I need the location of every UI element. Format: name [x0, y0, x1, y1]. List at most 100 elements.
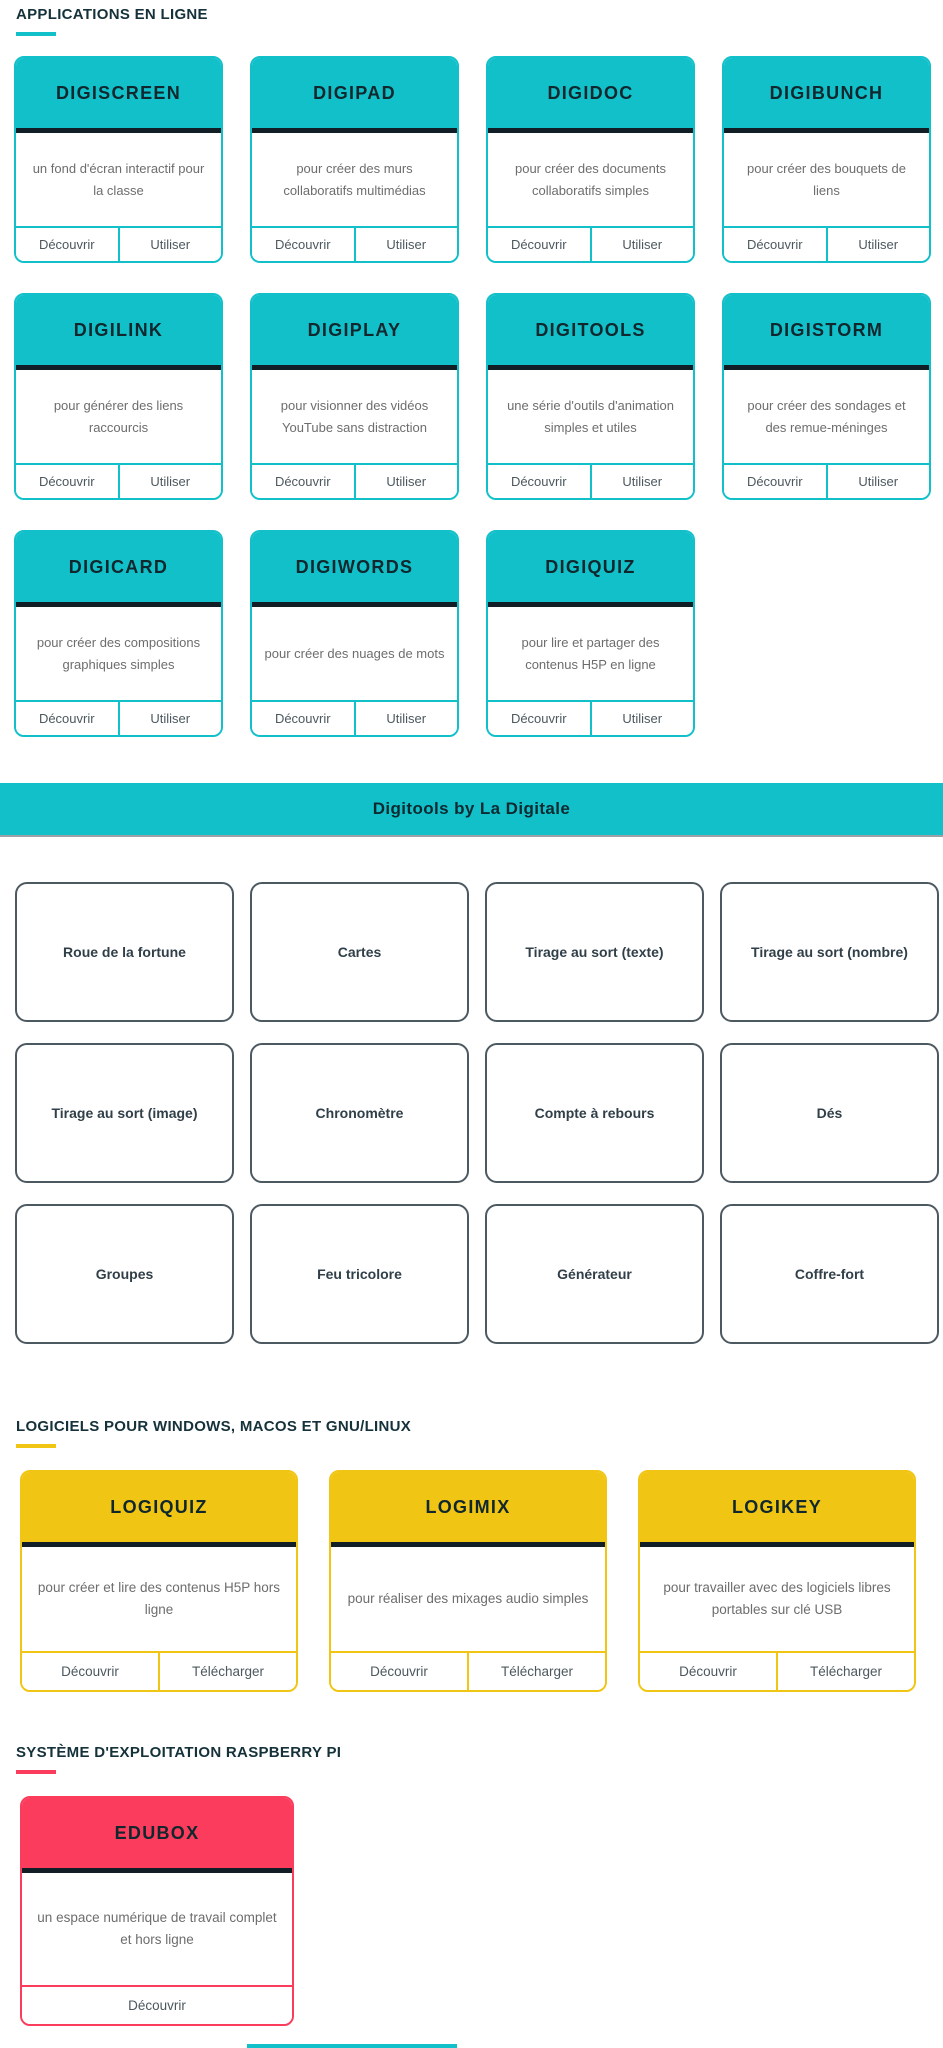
card-description: pour créer des nuages de mots: [264, 645, 445, 661]
card-description: pour créer des murs collaboratifs multim…: [283, 161, 426, 198]
use-button[interactable]: Utiliser: [589, 228, 693, 261]
card-separator: [331, 1542, 605, 1547]
use-button[interactable]: Utiliser: [117, 465, 221, 498]
discover-button[interactable]: Découvrir: [22, 1653, 158, 1690]
card-description: pour créer des bouquets de liens: [747, 161, 906, 198]
digitool-item[interactable]: Cartes: [250, 882, 469, 1022]
digitool-item[interactable]: Dés: [720, 1043, 939, 1183]
digitool-item[interactable]: Coffre-fort: [720, 1204, 939, 1344]
card-separator: [16, 602, 221, 607]
digitool-item[interactable]: Groupes: [15, 1204, 234, 1344]
discover-button[interactable]: Découvrir: [488, 228, 590, 261]
digitool-label: Compte à rebours: [534, 1104, 655, 1121]
discover-button[interactable]: Découvrir: [640, 1653, 776, 1690]
software-section-heading: LOGICIELS POUR WINDOWS, MACOS ET GNU/LIN…: [16, 1418, 412, 1435]
use-button[interactable]: Utiliser: [589, 702, 693, 735]
card-title: LOGIMIX: [331, 1472, 605, 1542]
card-title: EDUBOX: [22, 1798, 292, 1868]
discover-button[interactable]: Découvrir: [724, 465, 826, 498]
card-title: DIGIQUIZ: [488, 532, 693, 602]
discover-button[interactable]: Découvrir: [16, 465, 118, 498]
discover-button[interactable]: Découvrir: [252, 702, 354, 735]
discover-button[interactable]: Découvrir: [16, 228, 118, 261]
card-title: DIGIWORDS: [252, 532, 457, 602]
digitool-label: Tirage au sort (nombre): [751, 943, 908, 960]
discover-button[interactable]: Découvrir: [488, 465, 590, 498]
card-description: pour lire et partager des contenus H5P e…: [521, 635, 660, 672]
card-description: pour générer des liens raccourcis: [53, 398, 184, 435]
discover-button[interactable]: Découvrir: [724, 228, 826, 261]
digitool-item[interactable]: Tirage au sort (nombre): [720, 882, 939, 1022]
digitool-item[interactable]: Chronomètre: [250, 1043, 469, 1183]
card-separator: [22, 1542, 296, 1547]
use-button[interactable]: Utiliser: [117, 228, 221, 261]
discover-button[interactable]: Découvrir: [252, 228, 354, 261]
digitool-label: Coffre-fort: [794, 1265, 865, 1282]
card-separator: [724, 128, 929, 133]
card-title: DIGICARD: [16, 532, 221, 602]
use-button[interactable]: Utiliser: [353, 465, 457, 498]
digitool-item[interactable]: Roue de la fortune: [15, 882, 234, 1022]
digitool-item[interactable]: Tirage au sort (image): [15, 1043, 234, 1183]
card-separator: [252, 602, 457, 607]
footer-banner-partial: [247, 2044, 457, 2048]
card-separator: [724, 365, 929, 370]
digitool-item[interactable]: Tirage au sort (texte): [485, 882, 704, 1022]
card-description: pour créer des documents collaboratifs s…: [514, 161, 667, 198]
use-button[interactable]: Utiliser: [117, 702, 221, 735]
app-card: DIGIQUIZ pour lire et partager des conten…: [486, 530, 695, 737]
section-software: LOGICIELS POUR WINDOWS, MACOS ET GNU/LIN…: [0, 1418, 943, 1692]
card-description: pour visionner des vidéos YouTube sans d…: [280, 398, 429, 435]
card-description: pour créer et lire des contenus H5P hors…: [37, 1579, 281, 1617]
digitools-banner-title: Digitools by La Digitale: [372, 799, 571, 818]
download-button[interactable]: Télécharger: [467, 1653, 605, 1690]
digitool-item[interactable]: Feu tricolore: [250, 1204, 469, 1344]
card-separator: [252, 365, 457, 370]
use-button[interactable]: Utiliser: [589, 465, 693, 498]
digitool-item[interactable]: Compte à rebours: [485, 1043, 704, 1183]
discover-button[interactable]: Découvrir: [488, 702, 590, 735]
discover-button[interactable]: Découvrir: [16, 702, 118, 735]
card-title: DIGIDOC: [488, 58, 693, 128]
use-button[interactable]: Utiliser: [825, 228, 929, 261]
discover-button[interactable]: Découvrir: [331, 1653, 467, 1690]
digitool-label: Tirage au sort (image): [51, 1104, 198, 1121]
download-button[interactable]: Télécharger: [158, 1653, 296, 1690]
card-separator: [22, 1868, 292, 1873]
card-description: pour travailler avec des logiciels libre…: [663, 1579, 891, 1617]
card-description: une série d'outils d'animation simples e…: [507, 398, 674, 435]
digitool-label: Tirage au sort (texte): [525, 943, 664, 960]
card-separator: [488, 365, 693, 370]
card-separator: [488, 128, 693, 133]
use-button[interactable]: Utiliser: [825, 465, 929, 498]
use-button[interactable]: Utiliser: [353, 702, 457, 735]
use-button[interactable]: Utiliser: [353, 228, 457, 261]
apps-section-heading: APPLICATIONS EN LIGNE: [16, 6, 208, 23]
digitool-label: Dés: [816, 1104, 843, 1121]
discover-button[interactable]: Découvrir: [22, 1987, 292, 2024]
card-description: un fond d'écran interactif pour la class…: [32, 161, 205, 198]
card-title: DIGISCREEN: [16, 58, 221, 128]
discover-button[interactable]: Découvrir: [252, 465, 354, 498]
digitool-item[interactable]: Générateur: [485, 1204, 704, 1344]
download-button[interactable]: Télécharger: [776, 1653, 914, 1690]
digitools-banner: Digitools by La Digitale: [0, 783, 943, 837]
app-card: DIGIDOC pour créer des documents collabor…: [486, 56, 695, 263]
card-description: pour créer des sondages et des remue-mén…: [747, 398, 906, 435]
digitool-label: Chronomètre: [315, 1104, 404, 1121]
